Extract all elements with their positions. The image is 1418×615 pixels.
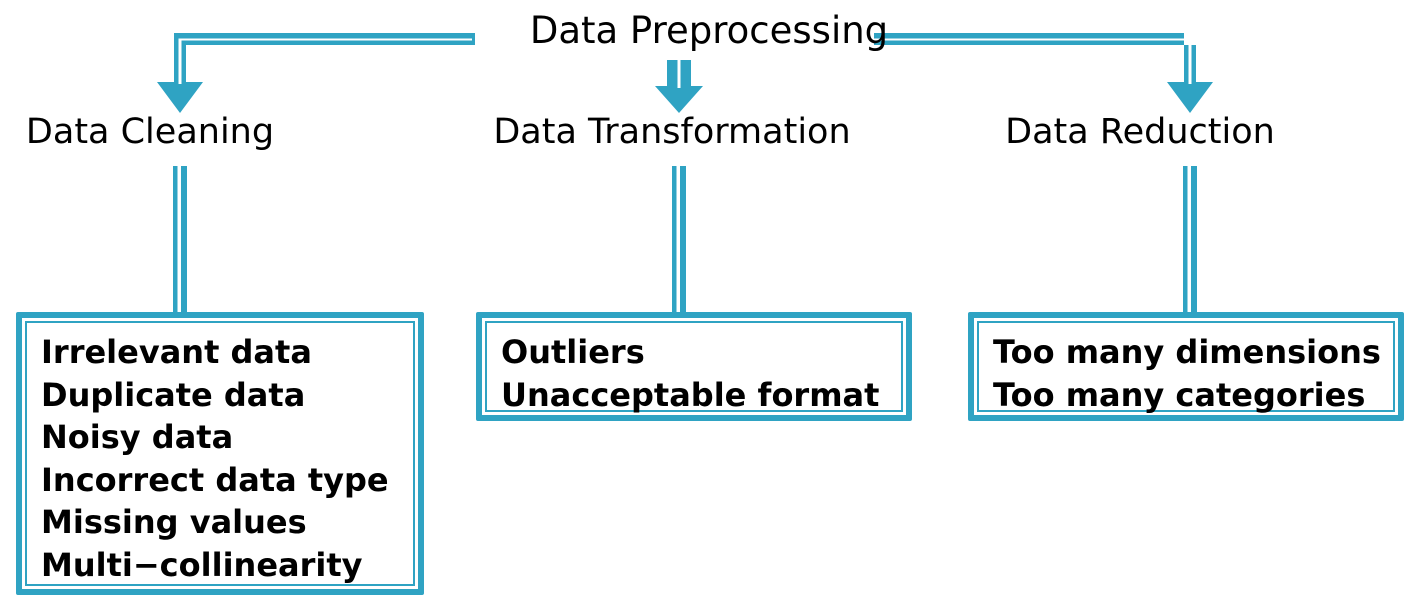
arrow-middle-gap <box>677 60 681 88</box>
list-item: Duplicate data <box>41 375 306 414</box>
branch-heading-data-transformation: Data Transformation <box>493 112 851 152</box>
connector-transform-outer <box>672 166 686 316</box>
list-item: Irrelevant data <box>41 333 312 371</box>
list-item: Too many dimensions <box>993 333 1381 371</box>
list-item: Incorrect data type <box>41 460 389 499</box>
list-item: Unacceptable format <box>501 375 880 414</box>
list-item: Noisy data <box>41 418 234 457</box>
connector-reduction-outer <box>1183 166 1197 316</box>
connector-reduction-gap <box>1187 166 1191 316</box>
list-item: Multi−collinearity <box>41 545 363 584</box>
connector-cleaning-gap <box>177 166 181 316</box>
branch-heading-data-reduction: Data Reduction <box>1005 112 1275 152</box>
arrow-middle-body <box>655 60 703 113</box>
connector-cleaning-outer <box>173 166 187 316</box>
list-item: Missing values <box>41 503 307 542</box>
connector-transform-gap <box>676 166 680 316</box>
list-item: Outliers <box>501 333 645 371</box>
diagram-title: Data Preprocessing <box>529 9 889 52</box>
list-item: Too many categories <box>993 375 1366 414</box>
branch-heading-data-cleaning: Data Cleaning <box>25 112 275 152</box>
